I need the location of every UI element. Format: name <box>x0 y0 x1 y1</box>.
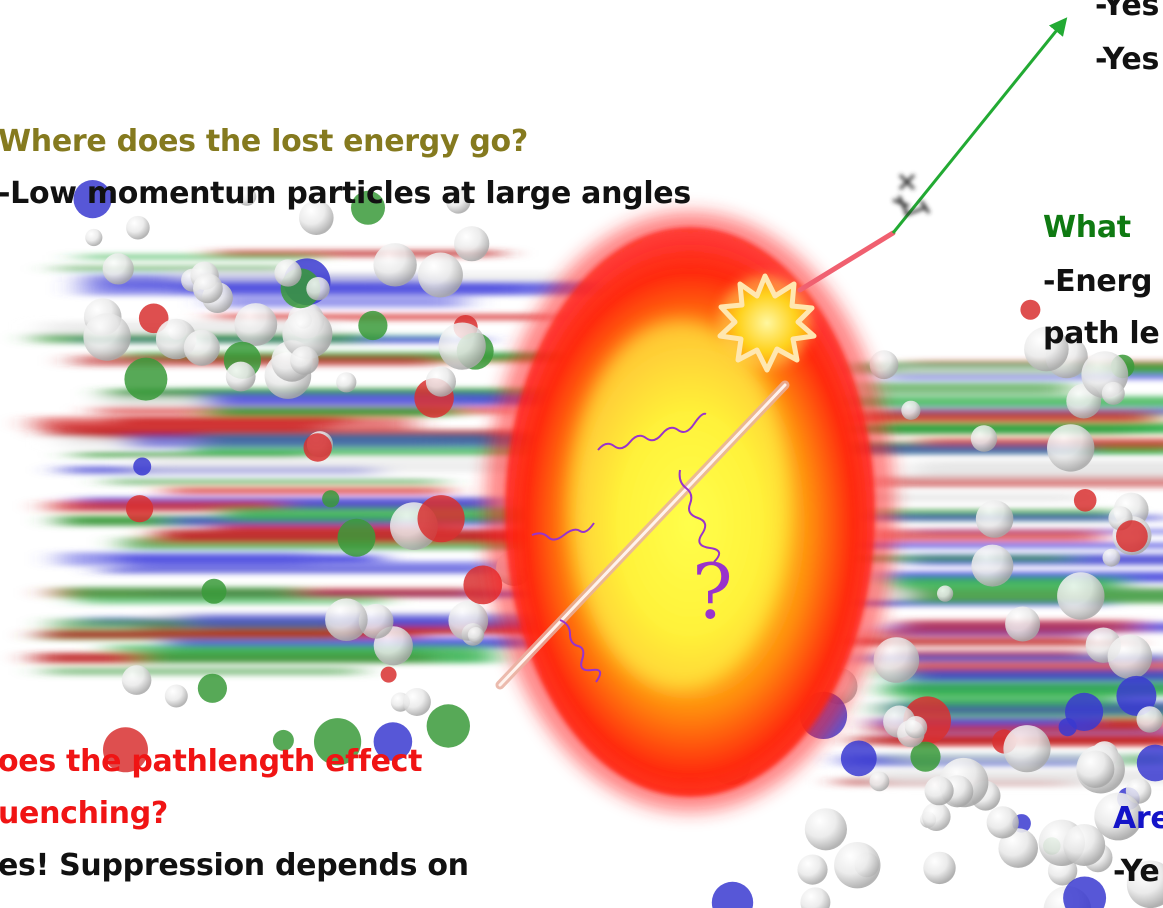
what-question: What <box>1043 210 1131 245</box>
question-mark-label: ? <box>692 547 733 636</box>
where-question: Where does the lost energy go? <box>0 124 528 159</box>
top-right-answer-1: -Yes <box>1095 0 1160 23</box>
jet-arrow-icon <box>891 17 1068 234</box>
right-nucleus-smear <box>840 360 1163 788</box>
pathlength-question-line-1: oes the pathlength effect <box>0 744 423 779</box>
jet-fragment-icon <box>892 173 931 217</box>
where-answer: -Low momentum particles at large angles <box>0 176 691 211</box>
collision-flash-icon <box>717 273 817 373</box>
are-question: Are <box>1113 801 1163 836</box>
are-answer: -Ye <box>1113 854 1160 889</box>
pathlength-question-line-2: uenching? <box>0 796 169 831</box>
top-right-answer-2: -Yes <box>1095 42 1160 77</box>
jet-red-segment <box>797 230 896 293</box>
front-nucleons <box>155 259 1163 908</box>
what-answer-line-1: -Energ <box>1043 264 1153 299</box>
what-answer-line-2: path le <box>1043 316 1160 351</box>
gluon-squiggle-icon <box>531 412 721 683</box>
fireball-medium <box>485 212 895 812</box>
pathlength-answer: es! Suppression depends on <box>0 848 469 883</box>
